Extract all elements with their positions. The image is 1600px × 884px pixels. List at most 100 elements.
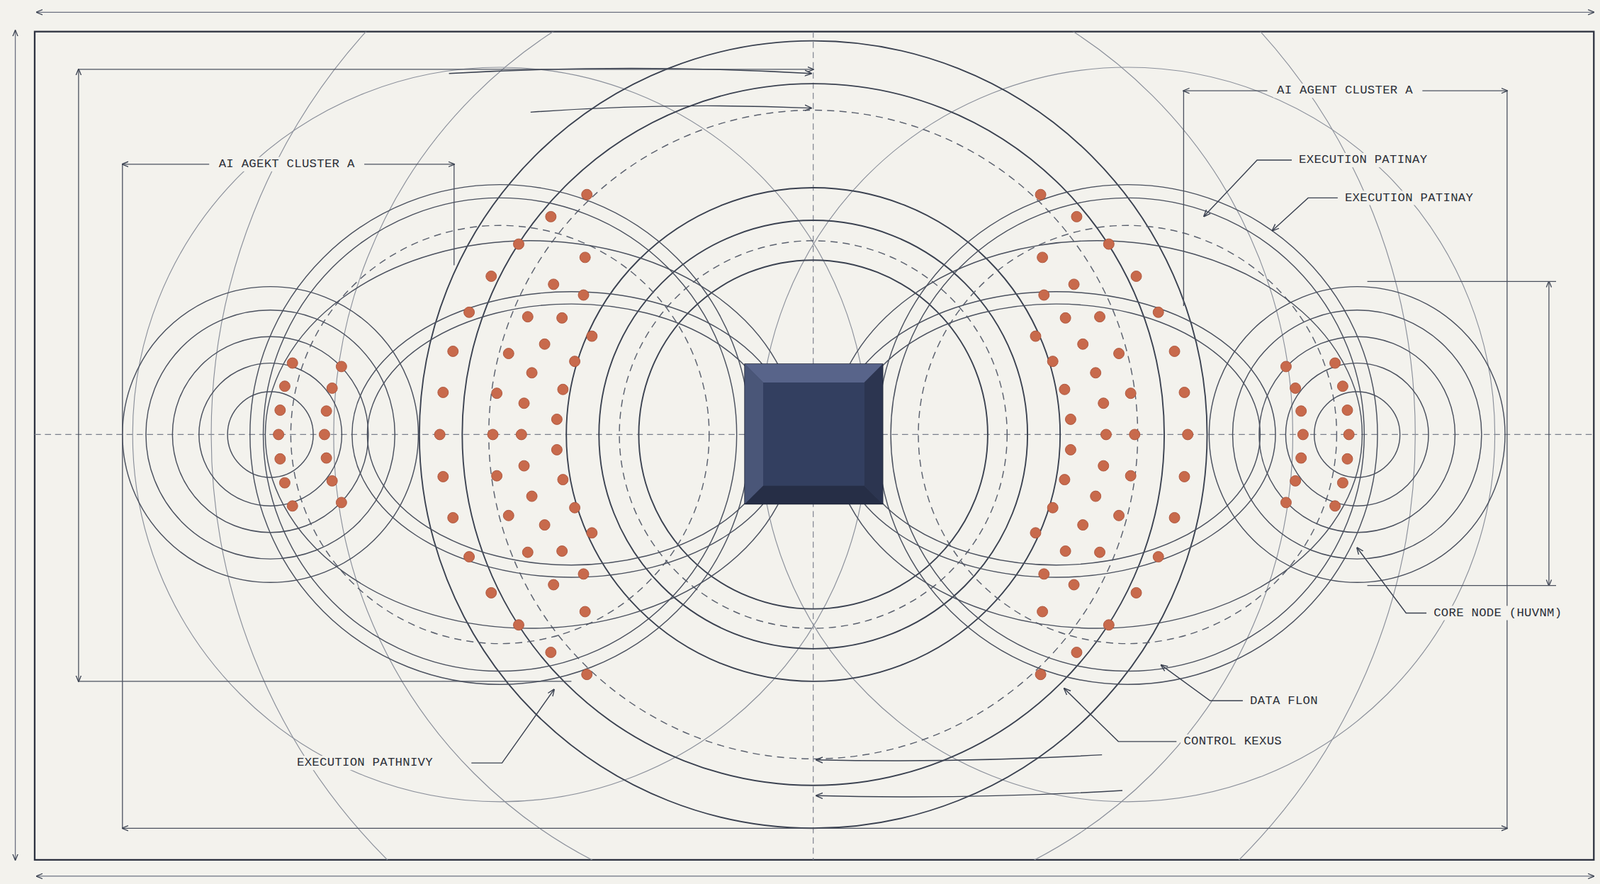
dimension-lines-part [1183, 90, 1185, 307]
dimension-lines-part [78, 68, 814, 70]
small-cluster-rings [122, 286, 1506, 584]
callout-label: DATA FLON [1247, 693, 1322, 708]
callout-label: CORE NODE (HUVNM) [1430, 605, 1566, 621]
dashed-rings-part [290, 225, 709, 644]
small-cluster-rings-part [172, 336, 368, 533]
agent-dots-part [1297, 429, 1309, 441]
leader-lines-part [1161, 665, 1243, 701]
small-cluster-rings-part [199, 363, 343, 507]
core-rings-part [638, 260, 988, 609]
small-cluster-rings-part [122, 286, 419, 584]
callout-label: AI AGENT CLUSTER A [1274, 83, 1416, 98]
agent-dots-part [1059, 474, 1070, 486]
agent-dots-part [1280, 361, 1292, 373]
dimension-lines-part [364, 163, 455, 165]
agent-dots-part [1330, 357, 1341, 369]
agent-dots-part [1113, 348, 1125, 360]
agent-dots-part [273, 429, 285, 441]
agent-dots-part [447, 512, 459, 523]
agent-dots-part [556, 312, 568, 324]
agent-dots-part [1030, 527, 1041, 539]
agent-dots-part [320, 452, 332, 464]
cluster-rings-part [263, 197, 737, 672]
dashed-rings-part [918, 225, 1337, 644]
agent-dots-part [1296, 452, 1307, 464]
agent-dots-part [318, 429, 330, 441]
agent-dots-part [1100, 429, 1112, 441]
agent-dots-part [326, 475, 338, 487]
leader-lines-part [1272, 197, 1338, 231]
agent-dots-part [522, 311, 533, 323]
core-rings-part [598, 220, 1028, 650]
agent-dots-part [1337, 477, 1348, 489]
agent-dots-part [464, 306, 475, 318]
agent-dots-part [1130, 587, 1142, 599]
agent-dots-part [578, 289, 589, 301]
agent-dots-part [464, 551, 475, 563]
agent-dots-part [526, 491, 538, 502]
dimension-lines [78, 69, 1557, 829]
core-node-block-part [744, 364, 764, 504]
agent-dots-part [1179, 386, 1190, 398]
core-rings [419, 41, 1208, 830]
agent-dots-part [1152, 551, 1164, 563]
agent-dots-part [539, 338, 550, 350]
agent-dots-part [579, 606, 591, 618]
dimension-lines-part [78, 680, 572, 682]
small-cluster-rings-part [1314, 391, 1401, 478]
outer-dimension-part [14, 30, 16, 861]
agent-dots-part [1169, 512, 1180, 523]
agent-dots-part [1068, 579, 1080, 591]
small-cluster-rings-part [227, 391, 314, 478]
agent-dots-part [1280, 497, 1292, 509]
agent-dots-part [578, 568, 589, 580]
agent-dots-part [1038, 289, 1050, 301]
agent-dots-part [1129, 429, 1141, 441]
dimension-lines-part [453, 164, 455, 266]
agent-dots-part [274, 405, 286, 416]
agent-dots-part [1330, 500, 1341, 512]
agent-dots-part [1130, 270, 1142, 282]
agent-dots-part [1060, 312, 1071, 324]
agent-dots-part [274, 453, 286, 465]
agent-dots-part [1090, 491, 1102, 502]
agent-dots-part [539, 520, 550, 531]
agent-dots-part [1337, 381, 1348, 392]
agent-dots-part [569, 356, 581, 368]
leader-lines [471, 160, 1427, 764]
dimension-lines-part [1422, 90, 1508, 92]
ring-system [34, 31, 1594, 861]
agent-dots-part [557, 384, 569, 395]
cluster-rings-part [352, 291, 791, 578]
agent-dots-part [1094, 311, 1106, 323]
agent-dots-part [1290, 383, 1301, 394]
agent-dots-part [335, 497, 347, 509]
agent-dots-part [557, 474, 569, 486]
agent-dots-part [1071, 647, 1083, 659]
core-rings-part [566, 187, 1061, 682]
dimension-lines-part [1367, 585, 1557, 587]
agent-dots-part [1103, 238, 1114, 250]
agent-dots-part [1037, 606, 1049, 618]
agent-dots-part [545, 647, 557, 659]
core-node-block-part [744, 364, 883, 383]
agent-dots-part [1290, 475, 1301, 487]
agent-dots-part [279, 477, 290, 489]
agent-dots-part [503, 348, 514, 360]
agent-dots-part [326, 383, 338, 394]
agent-dots-part [1125, 388, 1136, 399]
agent-dots [273, 189, 1355, 680]
faint-rings-part [333, 31, 1294, 861]
outer-dimension [15, 12, 1595, 877]
leader-lines-part [1203, 160, 1292, 217]
callout-label: EXECUTION PATINAY [1296, 153, 1431, 168]
small-cluster-rings-part [1232, 310, 1482, 560]
leader-lines-part [1064, 688, 1177, 742]
agent-dots-part [518, 460, 530, 472]
agent-dots-part [1179, 471, 1190, 482]
agent-dots-part [513, 238, 524, 250]
small-cluster-rings-part [145, 310, 395, 560]
agent-dots-part [279, 381, 290, 392]
